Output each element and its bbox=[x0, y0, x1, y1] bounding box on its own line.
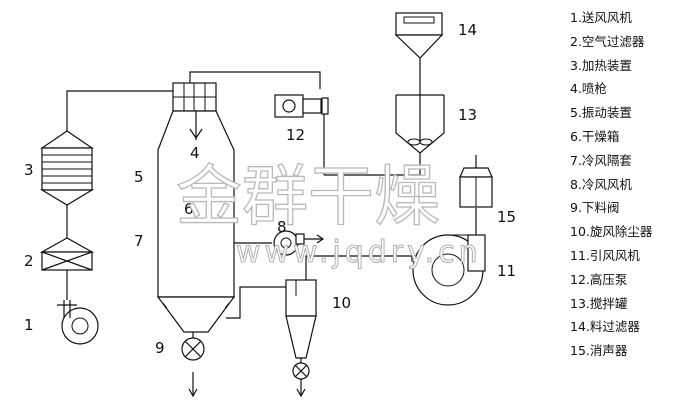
material-filter bbox=[394, 12, 444, 73]
legend-item: 14.料过滤器 bbox=[570, 319, 640, 335]
cold-air-fan bbox=[234, 230, 325, 256]
drying-chamber bbox=[156, 82, 236, 398]
legend-item: 9.下料阀 bbox=[570, 200, 620, 216]
label-9: 9 bbox=[155, 339, 165, 357]
legend-item: 13.搅拌罐 bbox=[570, 295, 628, 311]
label-7: 7 bbox=[134, 232, 144, 250]
label-13: 13 bbox=[458, 106, 477, 124]
label-4: 4 bbox=[190, 144, 200, 162]
legend-item: 3.加热装置 bbox=[570, 57, 632, 73]
label-10: 10 bbox=[332, 294, 351, 312]
stirring-tank bbox=[395, 73, 445, 154]
legend: 1.送风风机 2.空气过滤器 3.加热装置 4.喷枪 5.振动装置 6.干燥箱 … bbox=[570, 6, 698, 363]
label-11: 11 bbox=[497, 262, 516, 280]
legend-item: 12.高压泵 bbox=[570, 271, 628, 287]
label-1: 1 bbox=[24, 316, 34, 334]
legend-item: 15.消声器 bbox=[570, 343, 628, 359]
label-3: 3 bbox=[24, 161, 34, 179]
legend-item: 10.旋风除尘器 bbox=[570, 224, 653, 240]
watermark-brand: 金群干燥 bbox=[176, 158, 440, 235]
legend-item: 1.送风风机 bbox=[570, 10, 632, 25]
label-6: 6 bbox=[184, 200, 194, 218]
label-12: 12 bbox=[286, 126, 305, 144]
heater bbox=[39, 90, 173, 206]
label-2: 2 bbox=[24, 252, 34, 270]
induced-draft-fan bbox=[412, 208, 486, 306]
label-5: 5 bbox=[134, 168, 144, 186]
label-8: 8 bbox=[277, 218, 287, 236]
top-pipe bbox=[189, 71, 321, 83]
cyclone-separator bbox=[226, 255, 413, 398]
air-filter bbox=[39, 205, 95, 271]
supply-fan bbox=[57, 270, 99, 345]
legend-item: 4.喷枪 bbox=[570, 81, 607, 97]
legend-item: 5.振动装置 bbox=[570, 105, 632, 121]
legend-item: 8.冷风风机 bbox=[570, 176, 632, 192]
legend-item: 7.冷风隔套 bbox=[570, 152, 632, 168]
high-pressure-pump bbox=[274, 94, 421, 176]
legend-item: 6.干燥箱 bbox=[570, 128, 620, 144]
label-15: 15 bbox=[497, 208, 516, 226]
silencer bbox=[459, 155, 493, 208]
watermark-url: www.jqdry.cn bbox=[236, 235, 482, 270]
legend-item: 2.空气过滤器 bbox=[570, 33, 645, 49]
legend-item: 11.引风风机 bbox=[570, 247, 640, 263]
label-14: 14 bbox=[458, 21, 477, 39]
